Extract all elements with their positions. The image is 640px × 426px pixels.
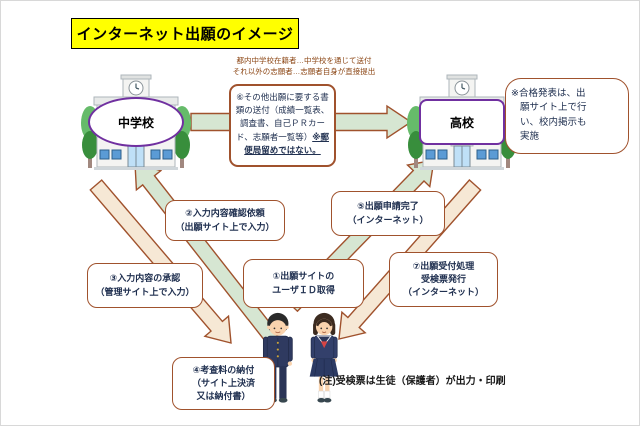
- step-7-box: ⑦出願受付処理 受検票発行 （インターネット）: [389, 252, 498, 307]
- high-school-label: 高校: [419, 99, 505, 145]
- page-title: インターネット出願のイメージ: [71, 18, 299, 49]
- step-1-box: ①出願サイトの ユーザＩＤ取得: [243, 259, 364, 308]
- step-4-box: ④考査料の納付 （サイト上決済 又は納付書）: [172, 357, 275, 410]
- pass-announcement-note: ※合格発表は、出 願サイト上で行 い、校内掲示も 実施: [505, 78, 629, 154]
- step-6-box: ⑥その他出願に要する書類の送付（成績一覧表、調査書、自己ＰＲカード、志願者一覧等…: [229, 84, 336, 167]
- students-icon: [262, 312, 339, 403]
- step-2-box: ②入力内容確認依頼 （出願サイト上で入力）: [165, 200, 285, 241]
- step-5-box: ⑤出願申請完了 （インターネット）: [331, 191, 445, 236]
- step-3-box: ③入力内容の承認 （管理サイト上で入力）: [87, 263, 203, 308]
- step-6-underlined-note: ※郵便局留めではない。: [244, 131, 329, 155]
- submission-route-note: 都内中学校在籍者…中学校を通じて送付 それ以外の志願者…志願者自身が直接提出: [232, 56, 376, 77]
- middle-school-label: 中学校: [88, 97, 184, 147]
- exam-ticket-note: (注)受検票は生徒（保護者）が出力・印刷: [319, 376, 506, 387]
- girl-student-icon: [309, 312, 339, 403]
- step-6-text: ⑥その他出願に要する書類の送付（成績一覧表、調査書、自己ＰＲカード、志願者一覧等…: [235, 92, 330, 142]
